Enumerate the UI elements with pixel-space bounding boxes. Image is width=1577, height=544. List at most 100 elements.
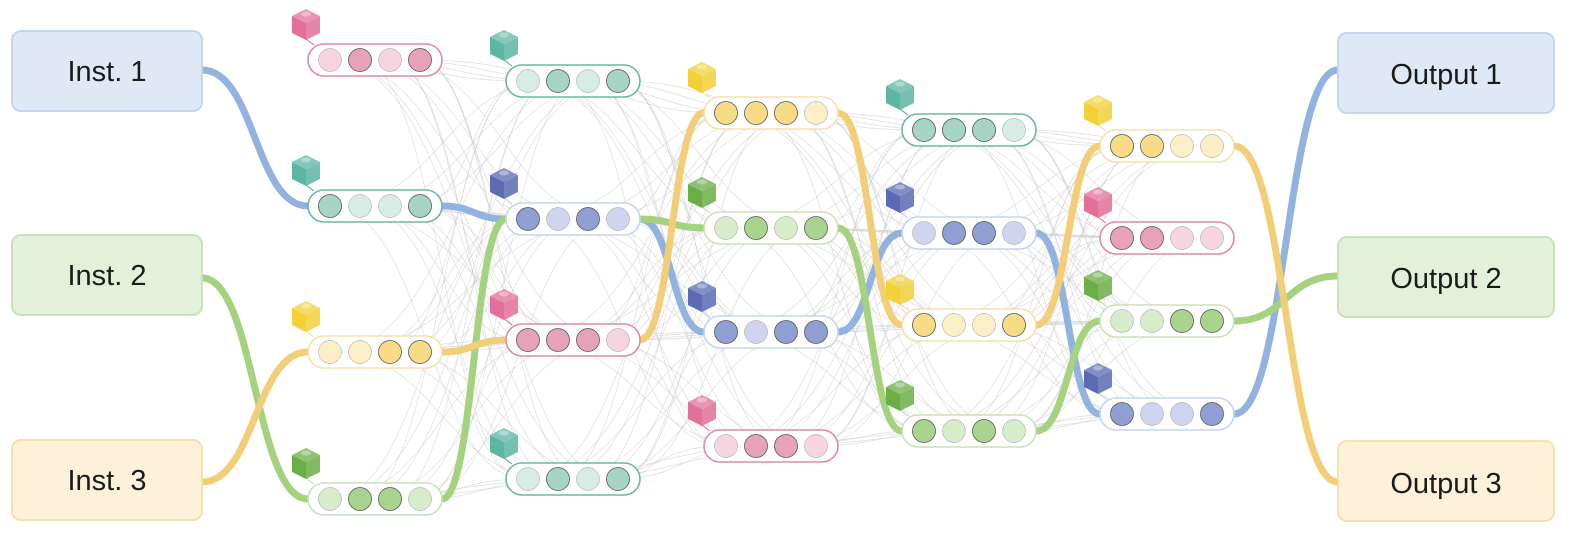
module-cube-icon [688, 281, 716, 312]
expert-block [292, 155, 443, 223]
neuron-dot [912, 419, 936, 443]
expert-pill [1099, 304, 1235, 338]
neuron-dot [606, 328, 630, 352]
neuron-dot [942, 118, 966, 142]
output-label: Output 3 [1390, 468, 1501, 500]
background-link [327, 351, 557, 480]
module-cube-icon [688, 62, 716, 93]
expert-blocks [292, 9, 1235, 516]
background-link [585, 112, 755, 480]
background-link [417, 59, 587, 480]
neuron-dot [972, 221, 996, 245]
neuron-dot [714, 320, 738, 344]
neuron-dot [774, 320, 798, 344]
expert-block [886, 182, 1037, 250]
module-cube-icon [292, 155, 320, 186]
neuron-dot [606, 207, 630, 231]
neuron-dot [318, 48, 342, 72]
expert-pill [307, 335, 443, 369]
neuron-dot [1002, 419, 1026, 443]
expert-block [490, 428, 641, 496]
neuron-dot [1110, 402, 1134, 426]
expert-pill [1099, 129, 1235, 163]
neuron-dot [714, 434, 738, 458]
output-label: Output 2 [1390, 263, 1501, 295]
expert-block [688, 177, 839, 245]
neuron-dot [408, 194, 432, 218]
module-cube-icon [886, 79, 914, 110]
expert-pill [505, 462, 641, 496]
expert-pill [307, 189, 443, 223]
expert-pill [703, 429, 839, 463]
expert-block [688, 281, 839, 349]
neuron-dot [1110, 226, 1134, 250]
neuron-dot [606, 467, 630, 491]
output-box-1: Output 1 [1337, 32, 1555, 114]
expert-block [1084, 187, 1235, 255]
input-box-3: Inst. 3 [11, 439, 203, 521]
neuron-dot [546, 467, 570, 491]
neuron-dot [774, 216, 798, 240]
neuron-dot [408, 487, 432, 511]
neuron-dot [804, 216, 828, 240]
module-cube-icon [688, 395, 716, 426]
neuron-dot [606, 69, 630, 93]
expert-block [490, 289, 641, 357]
background-link [615, 80, 785, 447]
neuron-dot [1140, 402, 1164, 426]
expert-pill [901, 216, 1037, 250]
expert-block [490, 168, 641, 236]
expert-pill [703, 211, 839, 245]
input-label: Inst. 3 [68, 465, 147, 497]
module-cube-icon [490, 30, 518, 61]
expert-block [490, 30, 641, 98]
neuron-dot [1140, 309, 1164, 333]
expert-block [292, 448, 443, 516]
background-link [387, 59, 557, 480]
neuron-dot [774, 101, 798, 125]
expert-pill [703, 96, 839, 130]
expert-pill [505, 323, 641, 357]
neuron-dot [1140, 134, 1164, 158]
io-boxes: Inst. 1 Inst. 2 Inst. 3 Output 1 Output … [11, 30, 1555, 522]
background-link [387, 351, 617, 480]
neuron-dot [378, 487, 402, 511]
module-cube-icon [886, 380, 914, 411]
expert-block [688, 62, 839, 130]
neuron-dot [348, 48, 372, 72]
background-link [813, 331, 923, 432]
neuron-dot [942, 313, 966, 337]
expert-block [292, 9, 443, 77]
module-cube-icon [688, 177, 716, 208]
neuron-dot [1170, 134, 1194, 158]
module-cube-icon [1084, 270, 1112, 301]
neuron-dot [972, 313, 996, 337]
neuron-dot [576, 467, 600, 491]
background-link [357, 59, 527, 480]
neuron-dot [744, 101, 768, 125]
module-cube-icon [490, 428, 518, 459]
neuron-dot [1110, 134, 1134, 158]
background-link [555, 80, 725, 447]
neuron-dot [714, 101, 738, 125]
neuron-dot [516, 207, 540, 231]
expert-pill [901, 414, 1037, 448]
output-label: Output 1 [1390, 59, 1501, 91]
neuron-dot [546, 69, 570, 93]
neuron-dot [1140, 226, 1164, 250]
expert-block [688, 395, 839, 463]
neuron-dot [744, 320, 768, 344]
neuron-dot [378, 340, 402, 364]
neuron-dot [804, 434, 828, 458]
neuron-dot [1200, 134, 1224, 158]
neuron-dot [1002, 118, 1026, 142]
neuron-dot [408, 340, 432, 364]
expert-block [886, 380, 1037, 448]
neuron-dot [348, 340, 372, 364]
neuron-dot [576, 207, 600, 231]
expert-pill [901, 113, 1037, 147]
neuron-dot [318, 340, 342, 364]
input-box-1: Inst. 1 [11, 30, 203, 112]
neuron-dot [318, 487, 342, 511]
background-link [555, 218, 725, 333]
